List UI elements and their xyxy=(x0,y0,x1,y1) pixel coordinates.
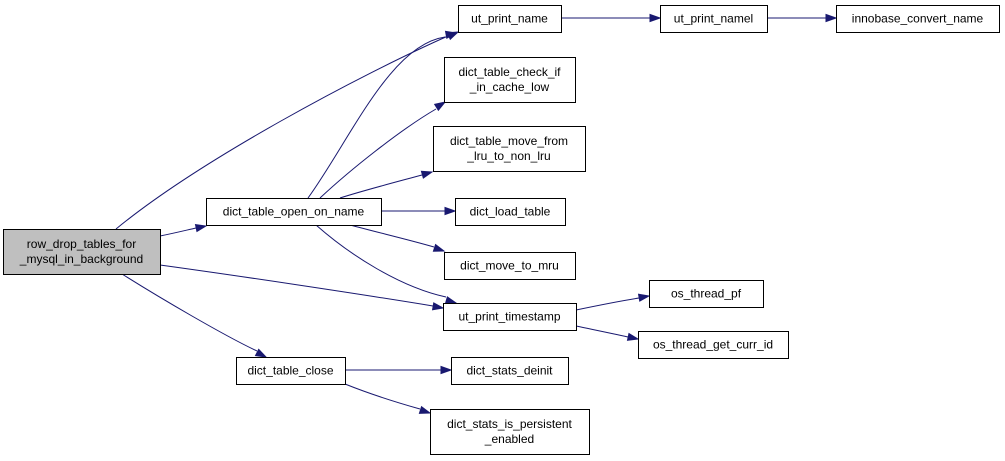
node-threadid[interactable]: os_thread_get_curr_id xyxy=(638,331,789,359)
edge-line xyxy=(575,297,640,311)
edge-line xyxy=(307,36,446,199)
node-root[interactable]: row_drop_tables_for_mysql_in_background xyxy=(3,229,161,275)
node-label: dict_load_table xyxy=(470,205,551,219)
node-box xyxy=(836,5,1000,33)
node-statsdeinit[interactable]: dict_stats_deinit xyxy=(451,357,569,385)
node-printname[interactable]: ut_print_name xyxy=(458,5,562,33)
edge-open-to-checkcache xyxy=(319,101,447,199)
node-timestamp[interactable]: ut_print_timestamp xyxy=(443,303,577,331)
edges-layer xyxy=(115,13,838,414)
edge-close-to-statsdeinit xyxy=(344,365,453,375)
edge-line xyxy=(344,383,421,410)
nodes-layer: row_drop_tables_for_mysql_in_backgroundd… xyxy=(3,5,1000,455)
arrowhead xyxy=(432,243,446,252)
node-label: _enabled xyxy=(484,432,534,446)
arrowhead xyxy=(431,302,445,311)
node-label: dict_stats_is_persistent xyxy=(447,417,572,431)
node-box xyxy=(433,126,586,172)
node-printnamel[interactable]: ut_print_namel xyxy=(660,5,768,33)
node-box xyxy=(430,409,590,455)
edge-line xyxy=(121,273,258,352)
node-box xyxy=(649,280,764,308)
node-movemru[interactable]: dict_move_to_mru xyxy=(444,252,576,280)
node-label: dict_table_move_from xyxy=(450,134,568,148)
edge-open-to-timestamp xyxy=(315,224,458,305)
node-open[interactable]: dict_table_open_on_name xyxy=(206,198,382,226)
node-box xyxy=(458,5,562,33)
edge-open-to-movemru xyxy=(349,224,446,252)
edge-line xyxy=(159,264,434,307)
node-box xyxy=(3,229,161,275)
node-label: _lru_to_non_lru xyxy=(466,149,550,163)
node-loadtable[interactable]: dict_load_table xyxy=(455,198,566,226)
node-label: dict_table_open_on_name xyxy=(223,205,365,219)
node-box xyxy=(638,331,789,359)
edge-line xyxy=(349,224,435,248)
node-innobase[interactable]: innobase_convert_name xyxy=(836,5,1000,33)
edge-open-to-movefrom xyxy=(339,170,434,199)
node-label: dict_stats_deinit xyxy=(466,364,553,378)
edge-printnamel-to-innobase xyxy=(767,13,838,23)
edge-timestamp-to-threadpf xyxy=(575,293,651,311)
node-box xyxy=(236,357,346,385)
edge-root-to-timestamp xyxy=(159,264,445,311)
node-movefrom[interactable]: dict_table_move_from_lru_to_non_lru xyxy=(433,126,586,172)
arrowhead xyxy=(444,30,458,40)
node-label: os_thread_get_curr_id xyxy=(653,338,773,352)
node-statspersist[interactable]: dict_stats_is_persistent_enabled xyxy=(430,409,590,455)
edge-printname-to-printnamel xyxy=(561,13,662,23)
node-box xyxy=(444,252,576,280)
node-label: os_thread_pf xyxy=(671,287,742,301)
node-box xyxy=(206,198,382,226)
edge-open-to-loadtable xyxy=(380,206,457,216)
node-label: ut_print_timestamp xyxy=(458,310,560,324)
node-label: dict_table_close xyxy=(247,364,333,378)
arrowhead xyxy=(626,332,640,341)
node-close[interactable]: dict_table_close xyxy=(236,357,346,385)
arrowhead xyxy=(825,13,838,23)
node-box xyxy=(660,5,768,33)
arrowhead xyxy=(444,206,457,216)
node-label: ut_print_name xyxy=(471,12,548,26)
edge-root-to-open xyxy=(159,224,208,237)
edge-line xyxy=(339,174,423,199)
node-label: ut_print_namel xyxy=(674,12,753,26)
edge-line xyxy=(115,35,449,230)
edge-line xyxy=(575,325,629,338)
node-label: dict_move_to_mru xyxy=(460,259,559,273)
node-label: _in_cache_low xyxy=(469,80,550,94)
edge-timestamp-to-threadid xyxy=(575,325,640,341)
edge-close-to-statspersist xyxy=(344,383,432,414)
node-label: _mysql_in_background xyxy=(19,252,143,266)
node-label: innobase_convert_name xyxy=(852,12,984,26)
arrowhead xyxy=(194,224,208,233)
node-threadpf[interactable]: os_thread_pf xyxy=(649,280,764,308)
arrowhead xyxy=(418,405,432,414)
edge-line xyxy=(159,227,197,237)
node-box xyxy=(443,303,577,331)
node-label: row_drop_tables_for xyxy=(27,237,136,251)
arrowhead xyxy=(444,296,458,305)
node-checkcache[interactable]: dict_table_check_if_in_cache_low xyxy=(444,57,576,103)
node-box xyxy=(444,57,576,103)
node-label: dict_table_check_if xyxy=(458,65,561,79)
edge-line xyxy=(315,224,447,298)
arrowhead xyxy=(433,101,447,112)
arrowhead xyxy=(420,170,434,179)
arrowhead xyxy=(440,365,453,375)
node-box xyxy=(455,198,566,226)
edge-open-to-printname xyxy=(307,30,458,199)
edge-line xyxy=(319,108,437,199)
arrowhead xyxy=(649,13,662,23)
node-box xyxy=(451,357,569,385)
edge-root-to-close xyxy=(121,273,268,358)
arrowhead xyxy=(637,293,651,302)
arrowhead xyxy=(254,348,268,358)
